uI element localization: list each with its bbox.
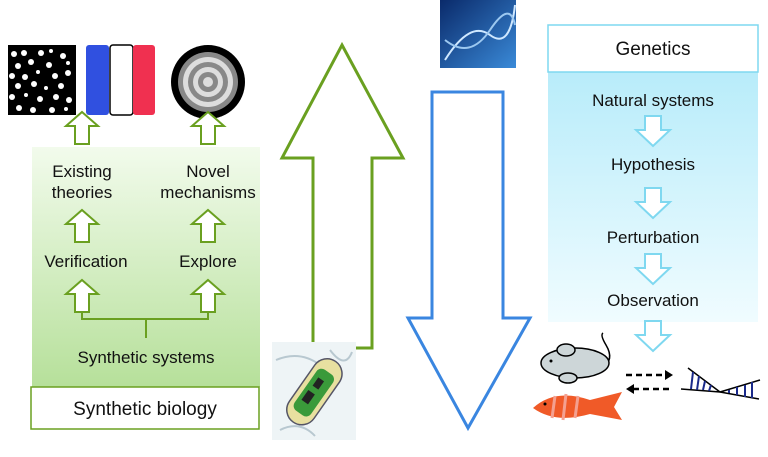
- synthetic-bacterium-image: [272, 342, 356, 440]
- mouse-image: [540, 332, 611, 384]
- bidirectional-dashed-arrows: [626, 370, 673, 394]
- observation-label: Observation: [607, 291, 699, 310]
- existing-theories-label-line2: theories: [52, 183, 112, 202]
- left-panel-background: [32, 147, 260, 387]
- synthetic-systems-label: Synthetic systems: [78, 348, 215, 367]
- tricolor-stripes-image: [86, 44, 155, 116]
- right-panel-genetics: Genetics Natural systems Hypothesis Pert…: [547, 24, 759, 352]
- concentric-target-image: [171, 45, 245, 119]
- speckle-pattern-image: [8, 45, 76, 115]
- genetics-title: Genetics: [616, 39, 691, 60]
- hypothesis-label: Hypothesis: [611, 155, 695, 174]
- novel-mechanisms-label-line2: mechanisms: [160, 183, 255, 202]
- existing-theories-label-line1: Existing: [52, 162, 112, 181]
- explore-label: Explore: [179, 252, 237, 271]
- fish-image: [533, 392, 622, 421]
- perturbation-label: Perturbation: [607, 228, 700, 247]
- synthetic-biology-box: [30, 386, 260, 430]
- left-panel-synthetic-biology: Existing theories Novel mechanisms Verif…: [8, 44, 260, 430]
- natural-systems-label: Natural systems: [592, 91, 714, 110]
- novel-mechanisms-label-line1: Novel: [186, 162, 229, 181]
- big-down-arrow-icon: [405, 90, 533, 432]
- dna-strand-icon: [680, 367, 761, 400]
- up-arrow-icon: [65, 111, 99, 145]
- dna-helix-image: [440, 0, 516, 68]
- verification-label: Verification: [44, 252, 127, 271]
- branch-connector: [81, 312, 209, 338]
- big-up-arrow-icon: [279, 41, 406, 350]
- genetics-box: [547, 24, 759, 73]
- down-arrow-icon: [635, 320, 671, 352]
- synthetic-biology-title: Synthetic biology: [73, 399, 217, 420]
